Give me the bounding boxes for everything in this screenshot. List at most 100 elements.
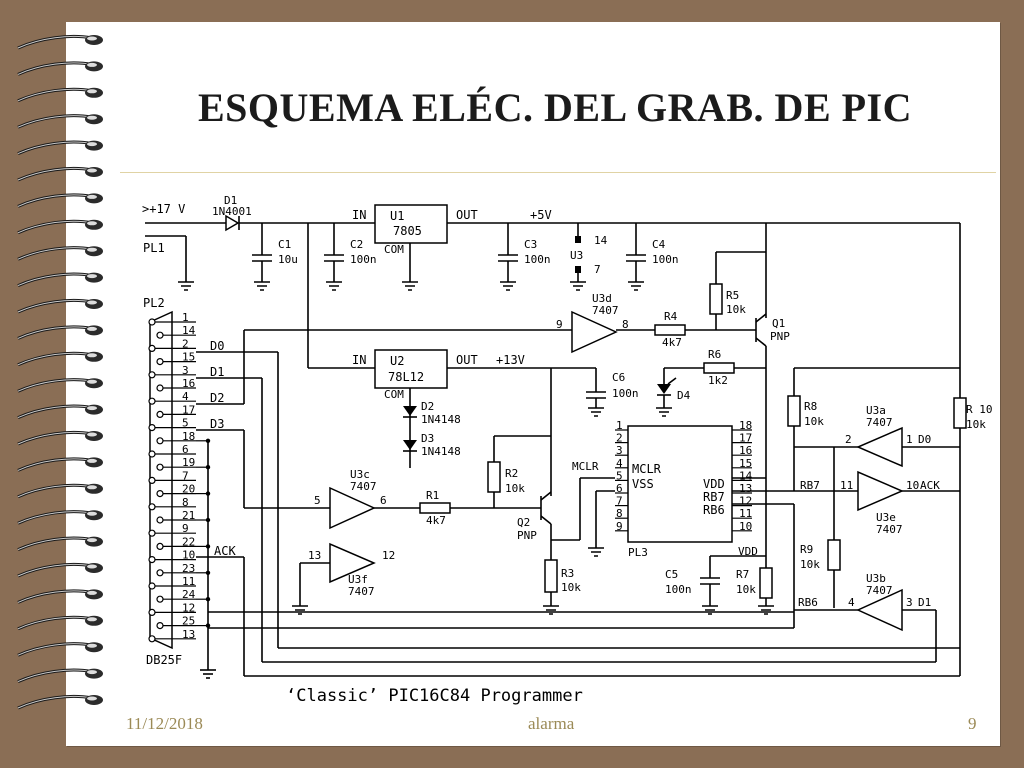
ground-symbols	[178, 281, 774, 615]
u3b-in-pin: 3	[906, 596, 913, 609]
input-voltage-label: >+17 V	[142, 202, 185, 216]
right-buffers: R8 10k R 10 10k U3a 7407 2 1 D0 11 10 AC…	[787, 223, 993, 662]
r8-value: 10k	[804, 415, 824, 428]
pl3-left-pin: 6	[615, 482, 628, 495]
ground-symbol	[402, 281, 418, 291]
pl2-pin: 6	[148, 443, 196, 458]
binding-ring	[17, 642, 103, 657]
pl2-pin: 23	[156, 562, 211, 577]
binding-ring	[17, 457, 103, 472]
pl2-pin-number: 4	[182, 390, 189, 403]
u3b-part: 7407	[866, 584, 893, 597]
c4-value: 100n	[652, 253, 679, 266]
u3f-part: 7407	[348, 585, 375, 598]
ground-symbol	[326, 281, 342, 291]
plus5v-rail-label: +5V	[530, 208, 552, 222]
capacitor-c6: C6 100n	[586, 368, 639, 408]
pl2-pin: 9	[148, 522, 196, 537]
u3d-ref: U3d	[592, 292, 612, 305]
r1-value: 4k7	[426, 514, 446, 527]
binding-ring	[17, 536, 103, 551]
r5-ref: R5	[726, 289, 739, 302]
pl2-pin-number: 22	[182, 535, 195, 548]
d0-right-label: D0	[918, 433, 931, 446]
q1-ref: Q1	[772, 317, 785, 330]
u3a-part: 7407	[866, 416, 893, 429]
u1-part: 7805	[393, 224, 422, 238]
footer-date: 11/12/2018	[126, 714, 203, 733]
pl2-pin: 15	[156, 351, 196, 366]
binding-ring	[17, 34, 103, 50]
pl2-pin-number: 14	[182, 324, 196, 337]
u3a-ref: U3a	[866, 404, 886, 417]
ground-symbol	[758, 605, 774, 615]
r6-ref: R6	[708, 348, 721, 361]
pl2-pin: 19	[156, 456, 211, 471]
binding-ring	[17, 114, 103, 129]
binding-ring	[17, 298, 103, 314]
ack-right-label: ACK	[920, 479, 940, 492]
u3f-in-pin: 13	[308, 549, 321, 562]
pl3-left-pin: 3	[615, 444, 628, 457]
diode-d1: D1 1N4001	[212, 194, 375, 232]
title-divider	[120, 172, 996, 173]
regulator-u1: U1 7805 IN OUT COM	[352, 204, 960, 282]
r7-value: 10k	[736, 583, 756, 596]
pl2-pin: 13	[148, 628, 196, 643]
pl2-pin-number: 13	[182, 628, 195, 641]
pl2-connector: PL2 114215316417518619720821922102311241…	[143, 296, 961, 679]
notebook-page	[66, 22, 1000, 746]
pl2-pin-number: 6	[182, 443, 189, 456]
q1-type: PNP	[770, 330, 790, 343]
ground-symbol	[500, 281, 516, 291]
binding-ring	[17, 351, 103, 367]
pl2-pin-number: 3	[182, 364, 189, 377]
pl3-left-pin: 7	[615, 495, 628, 508]
binding-ring	[17, 615, 103, 631]
rb7-net-label: RB7	[800, 479, 820, 492]
u3e-in-pin: 11	[840, 479, 853, 492]
binding-ring	[17, 272, 103, 287]
pl3-pin-number: 11	[739, 507, 752, 520]
d3-part: 1N4148	[421, 445, 461, 458]
binding-ring	[17, 193, 103, 208]
r1-ref: R1	[426, 489, 439, 502]
u1-in-label: IN	[352, 208, 366, 222]
pl2-part: DB25F	[146, 653, 182, 667]
ground-symbol	[702, 605, 718, 615]
ground-symbol	[254, 281, 270, 291]
pl3-rb7-label: RB7	[703, 490, 725, 504]
c4-ref: C4	[652, 238, 666, 251]
d2-left-label: D2	[210, 391, 224, 405]
d1-part: 1N4001	[212, 205, 252, 218]
pl3-right-pin: 10	[732, 520, 752, 533]
ground-symbol	[178, 281, 194, 291]
pl3-pin-number: 16	[739, 444, 752, 457]
r4-value: 4k7	[662, 336, 682, 349]
c3-ref: C3	[524, 238, 537, 251]
binding-ring	[17, 87, 103, 103]
r9-ref: R9	[800, 543, 813, 556]
pl2-pin-number: 20	[182, 483, 195, 496]
vdd-net-label: VDD	[738, 545, 758, 558]
pl2-pin-number: 24	[182, 588, 196, 601]
input-capacitors: C1 10u C2 100n C3 100n C4 100n	[252, 223, 679, 368]
pl2-pin-number: 10	[182, 549, 195, 562]
pl3-right-pin: 18	[732, 419, 752, 432]
schematic-caption: ‘Classic’ PIC16C84 Programmer	[286, 686, 583, 706]
r9-value: 10k	[800, 558, 820, 571]
pl2-pin-number: 1	[182, 311, 189, 324]
r3-value: 10k	[561, 581, 581, 594]
binding-ring	[17, 61, 103, 76]
q2-stage: R2 10k Q2 PNP R3 10k MCLR R1 4k7	[396, 368, 615, 606]
binding-ring	[17, 430, 103, 446]
footer-center-text: alarma	[528, 714, 575, 733]
plus13v-rail-label: +13V	[496, 353, 525, 367]
binding-ring	[17, 589, 103, 604]
c2-value: 100n	[350, 253, 377, 266]
mclr-net-label: MCLR	[572, 460, 599, 473]
u2-out-label: OUT	[456, 353, 478, 367]
c6-ref: C6	[612, 371, 625, 384]
binding-ring	[17, 378, 103, 393]
pl3-vss-label: VSS	[632, 477, 654, 491]
